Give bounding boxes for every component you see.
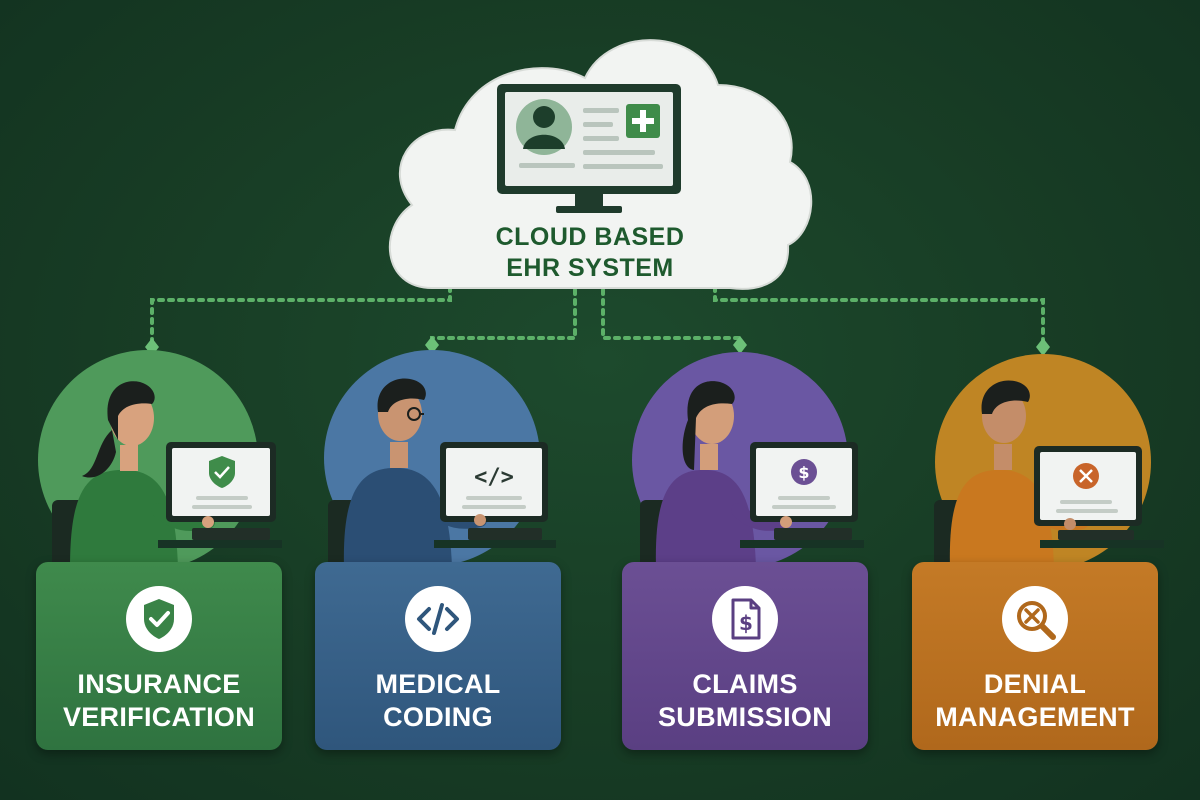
code-brackets-icon: [405, 586, 471, 652]
user-avatar-icon: [516, 99, 572, 155]
card-label-line1: MEDICAL: [375, 669, 501, 699]
dollar-document-icon: $: [712, 586, 778, 652]
connector-to-insurance: [150, 285, 452, 347]
cloud-title-line2: EHR SYSTEM: [506, 254, 674, 282]
card-label-line1: INSURANCE: [77, 669, 241, 699]
connector-lines: [150, 285, 1045, 347]
connector-nodes: [145, 336, 1050, 356]
worker-insurance-verification: [38, 350, 282, 570]
magnify-x-icon: [1002, 586, 1068, 652]
svg-text:$: $: [739, 611, 753, 635]
connector-to-coding: [430, 288, 577, 347]
card-claims-submission: $ CLAIMS SUBMISSION: [622, 562, 868, 750]
connector-node: [425, 336, 439, 354]
svg-text:</>: </>: [474, 465, 514, 490]
card-label: MEDICAL CODING: [315, 668, 561, 734]
shield-check-icon: [126, 586, 192, 652]
card-label-line2: CODING: [383, 702, 493, 732]
card-insurance-verification: INSURANCE VERIFICATION: [36, 562, 282, 750]
cloud-title-line1: CLOUD BASED: [495, 223, 685, 251]
connector-node: [1036, 338, 1050, 356]
card-label-line1: DENIAL: [983, 669, 1087, 699]
connector-to-claims: [601, 288, 742, 347]
worker-claims-submission: $: [632, 352, 864, 568]
cloud-title: CLOUD BASED EHR SYSTEM: [470, 222, 710, 284]
svg-text:$: $: [798, 463, 809, 482]
card-denial-management: DENIAL MANAGEMENT: [912, 562, 1158, 750]
medical-plus-icon: [626, 104, 660, 138]
card-medical-coding: MEDICAL CODING: [315, 562, 561, 750]
card-label-line2: MANAGEMENT: [935, 702, 1135, 732]
connector-node: [733, 336, 747, 354]
card-label: CLAIMS SUBMISSION: [622, 668, 868, 734]
ehr-monitor: [497, 84, 681, 213]
card-label: DENIAL MANAGEMENT: [912, 668, 1158, 734]
worker-denial-management: [934, 354, 1164, 570]
card-label-line2: VERIFICATION: [62, 702, 256, 732]
card-label-line2: SUBMISSION: [657, 702, 833, 732]
worker-medical-coding: </>: [324, 350, 556, 568]
screen-text-lines: [519, 108, 663, 169]
card-label: INSURANCE VERIFICATION: [36, 668, 282, 734]
connector-to-denial: [713, 285, 1045, 347]
card-label-line1: CLAIMS: [692, 669, 798, 699]
